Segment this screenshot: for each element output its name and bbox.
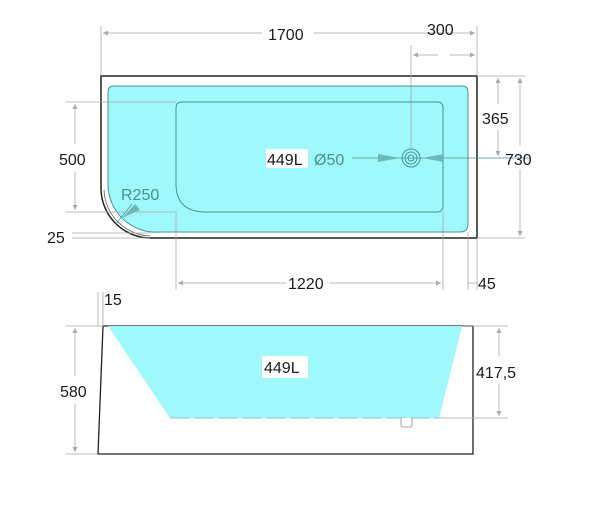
volume-label-side: 449L [264, 360, 300, 377]
dim-overall-width: 730 [505, 152, 532, 169]
dim-overall-length: 1700 [268, 27, 304, 44]
dim-drain-to-edge: 365 [482, 111, 509, 128]
drain-diameter-label: Ø50 [314, 152, 344, 169]
side-view: 449L 15 580 417,5 [60, 292, 516, 455]
dim-inner-length: 1220 [288, 276, 324, 293]
dim-edge-offset-right: 45 [478, 276, 496, 293]
dim-drain-offset: 300 [427, 22, 454, 39]
dim-overall-height: 580 [60, 384, 87, 401]
inner-basin [175, 101, 444, 213]
corner-radius-label: R250 [121, 187, 159, 204]
dim-edge-offset-bottom: 25 [47, 230, 65, 247]
top-view: 449L Ø50 R250 1700 300 500 25 365 730 [47, 22, 532, 293]
drain-stub [400, 418, 413, 428]
dim-water-depth: 417,5 [476, 365, 516, 382]
dim-wall-thickness: 15 [104, 292, 122, 309]
dim-inner-width: 500 [59, 152, 86, 169]
volume-label-top: 449L [267, 152, 303, 169]
